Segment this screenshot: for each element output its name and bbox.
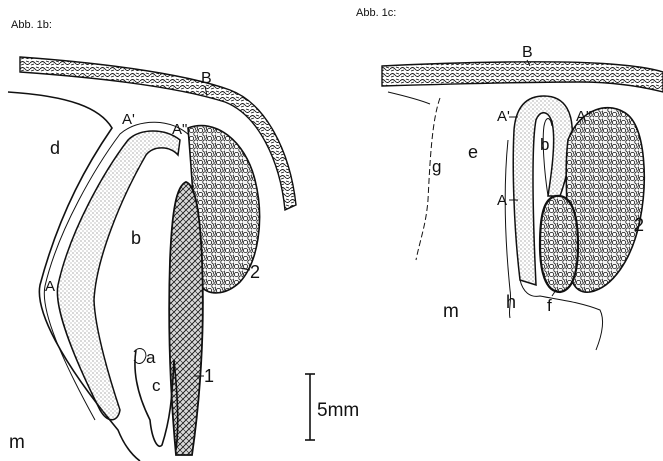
- organ-small-1c: [540, 196, 578, 292]
- label-m-1c: m: [443, 301, 459, 322]
- line-g-1c: [416, 98, 440, 260]
- label-g-1c: g: [432, 157, 441, 176]
- label-a-small-1b: a: [146, 348, 156, 367]
- label-a-dprime-1b: A": [172, 121, 187, 138]
- label-m-1b: m: [9, 432, 25, 453]
- band-b-1c: [382, 62, 663, 92]
- label-b-band-1c: B: [522, 44, 533, 61]
- label-1-1b: 1: [204, 366, 214, 386]
- label-a-dprime-1c: A": [576, 108, 591, 125]
- label-a-left-1b: A: [45, 278, 55, 295]
- label-a-left-1c: A: [497, 192, 507, 209]
- panel-1c: B A' A" b e g A 2 h f m: [382, 44, 663, 350]
- scale-label: 5mm: [317, 400, 359, 421]
- label-c-1b: c: [152, 376, 161, 395]
- label-e-1c: e: [468, 142, 478, 162]
- label-2-1c: 2: [634, 215, 644, 235]
- panel-1b: B A' A" d b A 2 a c 1 m 5mm: [8, 57, 359, 461]
- structure-1-1b: [169, 182, 203, 455]
- label-b-band-1b: B: [201, 70, 212, 87]
- label-b-1c: b: [540, 135, 549, 154]
- label-b-1b: b: [131, 228, 141, 248]
- label-2-1b: 2: [250, 262, 260, 282]
- dotted-layer-a-1b: [57, 131, 180, 420]
- label-h-1c: h: [506, 292, 516, 312]
- label-d-1b: d: [50, 138, 60, 158]
- label-f-1c: f: [547, 296, 552, 315]
- label-a-prime-1b: A': [122, 111, 135, 128]
- outer-membrane-1c: [388, 92, 430, 104]
- label-a-prime-1c: A': [497, 108, 510, 125]
- scale-bar: [305, 374, 315, 440]
